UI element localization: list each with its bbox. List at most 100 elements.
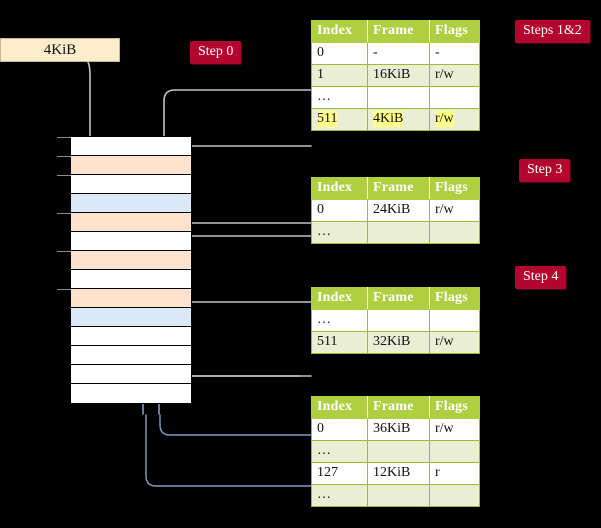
badge-step-3: Step 3: [519, 159, 571, 182]
memory-frame-row: [57, 156, 191, 175]
cell-text: -: [373, 45, 378, 60]
table-cell-flags: [429, 86, 480, 109]
table-cell-index: 0: [311, 199, 368, 222]
table-cell-frame: 32KiB: [367, 331, 430, 354]
source-address-box: 4KiB: [0, 38, 120, 62]
table-row: 511 4KiB r/w: [311, 108, 480, 131]
badge-step-4-label: Step 4: [523, 269, 559, 284]
cell-text: 511: [317, 334, 338, 349]
cell-text: r/w: [435, 67, 454, 82]
table-cell-frame: [367, 484, 430, 507]
memory-row-tick: [57, 156, 71, 157]
cell-text: 127: [317, 465, 338, 480]
memory-frame-row: [71, 194, 191, 213]
wire-table4-row0-to-memory: [159, 414, 480, 436]
column-header-flags: Flags: [429, 396, 480, 419]
badge-step-4: Step 4: [515, 266, 567, 289]
table-row: 0 - -: [311, 42, 480, 65]
table-cell-index: 511: [311, 108, 368, 131]
column-header-frame: Frame: [367, 20, 430, 43]
table-cell-index: 0: [311, 418, 368, 441]
column-header-index: Index: [311, 396, 368, 419]
table-cell-flags: [429, 309, 480, 332]
table-row: …: [311, 484, 480, 507]
cell-text: 32KiB: [373, 334, 411, 349]
cell-text: 1: [317, 67, 324, 82]
table-row: …: [311, 440, 480, 463]
cell-text: 36KiB: [373, 421, 411, 436]
cell-text: r/w: [435, 111, 454, 127]
table-cell-frame: 4KiB: [367, 108, 430, 131]
cell-text: r: [435, 465, 440, 480]
memory-frame-row: [57, 213, 191, 232]
table-cell-index: 0: [311, 42, 368, 65]
memory-row-tick: [57, 289, 71, 290]
badge-steps-1-2: Steps 1&2: [515, 20, 590, 43]
column-header-flags: Flags: [429, 20, 480, 43]
table-cell-index: 127: [311, 462, 368, 485]
table-cell-frame: 24KiB: [367, 199, 430, 222]
table-cell-frame: 16KiB: [367, 64, 430, 87]
column-header-index: Index: [311, 20, 368, 43]
memory-frame-row: [71, 327, 191, 346]
wire-table4-row127-to-memory: [145, 414, 480, 487]
table-cell-frame: 36KiB: [367, 418, 430, 441]
badge-steps-1-2-label: Steps 1&2: [523, 23, 582, 38]
memory-frame-row: [71, 365, 191, 384]
table-row: …: [311, 221, 480, 244]
memory-row-tick: [57, 137, 71, 138]
cell-text: …: [317, 89, 331, 104]
table-cell-frame: [367, 309, 430, 332]
wire-step4-horizontal: [176, 329, 312, 377]
table-cell-flags: r/w: [429, 199, 480, 222]
column-header-index: Index: [311, 177, 368, 200]
badge-step-0: Step 0: [190, 41, 242, 64]
cell-text: 16KiB: [373, 67, 411, 82]
table-row: 1 16KiB r/w: [311, 64, 480, 87]
memory-frame-row: [57, 137, 191, 156]
table-row: 0 36KiB r/w: [311, 418, 480, 441]
table-cell-flags: r/w: [429, 64, 480, 87]
table-cell-index: …: [311, 440, 368, 463]
table-row: 127 12KiB r: [311, 462, 480, 485]
cell-text: r/w: [435, 202, 454, 217]
memory-frame-row: [57, 251, 191, 270]
table-cell-flags: -: [429, 42, 480, 65]
column-header-flags: Flags: [429, 287, 480, 310]
table-cell-index: 511: [311, 331, 368, 354]
memory-row-tick: [57, 175, 71, 176]
badge-step-0-label: Step 0: [198, 44, 234, 59]
badge-step-3-label: Step 3: [527, 162, 563, 177]
cell-text: r/w: [435, 421, 454, 436]
table-cell-index: …: [311, 221, 368, 244]
source-address-label: 4KiB: [43, 41, 77, 58]
table-cell-frame: -: [367, 42, 430, 65]
cell-text: 0: [317, 421, 324, 436]
cell-text: 0: [317, 45, 324, 60]
memory-row-tick: [57, 251, 71, 252]
memory-frame-row: [71, 384, 191, 403]
memory-frame-row: [71, 346, 191, 365]
table-cell-frame: [367, 440, 430, 463]
cell-text: 511: [317, 111, 338, 127]
cell-text: …: [317, 312, 331, 327]
cell-text: 12KiB: [373, 465, 411, 480]
wire-step0-4kib-to-memory: [87, 61, 97, 156]
table-cell-flags: [429, 484, 480, 507]
table-cell-frame: [367, 86, 430, 109]
table-row: 0 24KiB r/w: [311, 199, 480, 222]
cell-text: 0: [317, 202, 324, 217]
table-row: …: [311, 86, 480, 109]
column-header-index: Index: [311, 287, 368, 310]
cell-text: 24KiB: [373, 202, 411, 217]
cell-text: 4KiB: [373, 111, 404, 127]
table-cell-flags: r/w: [429, 108, 480, 131]
cell-text: …: [317, 443, 331, 458]
